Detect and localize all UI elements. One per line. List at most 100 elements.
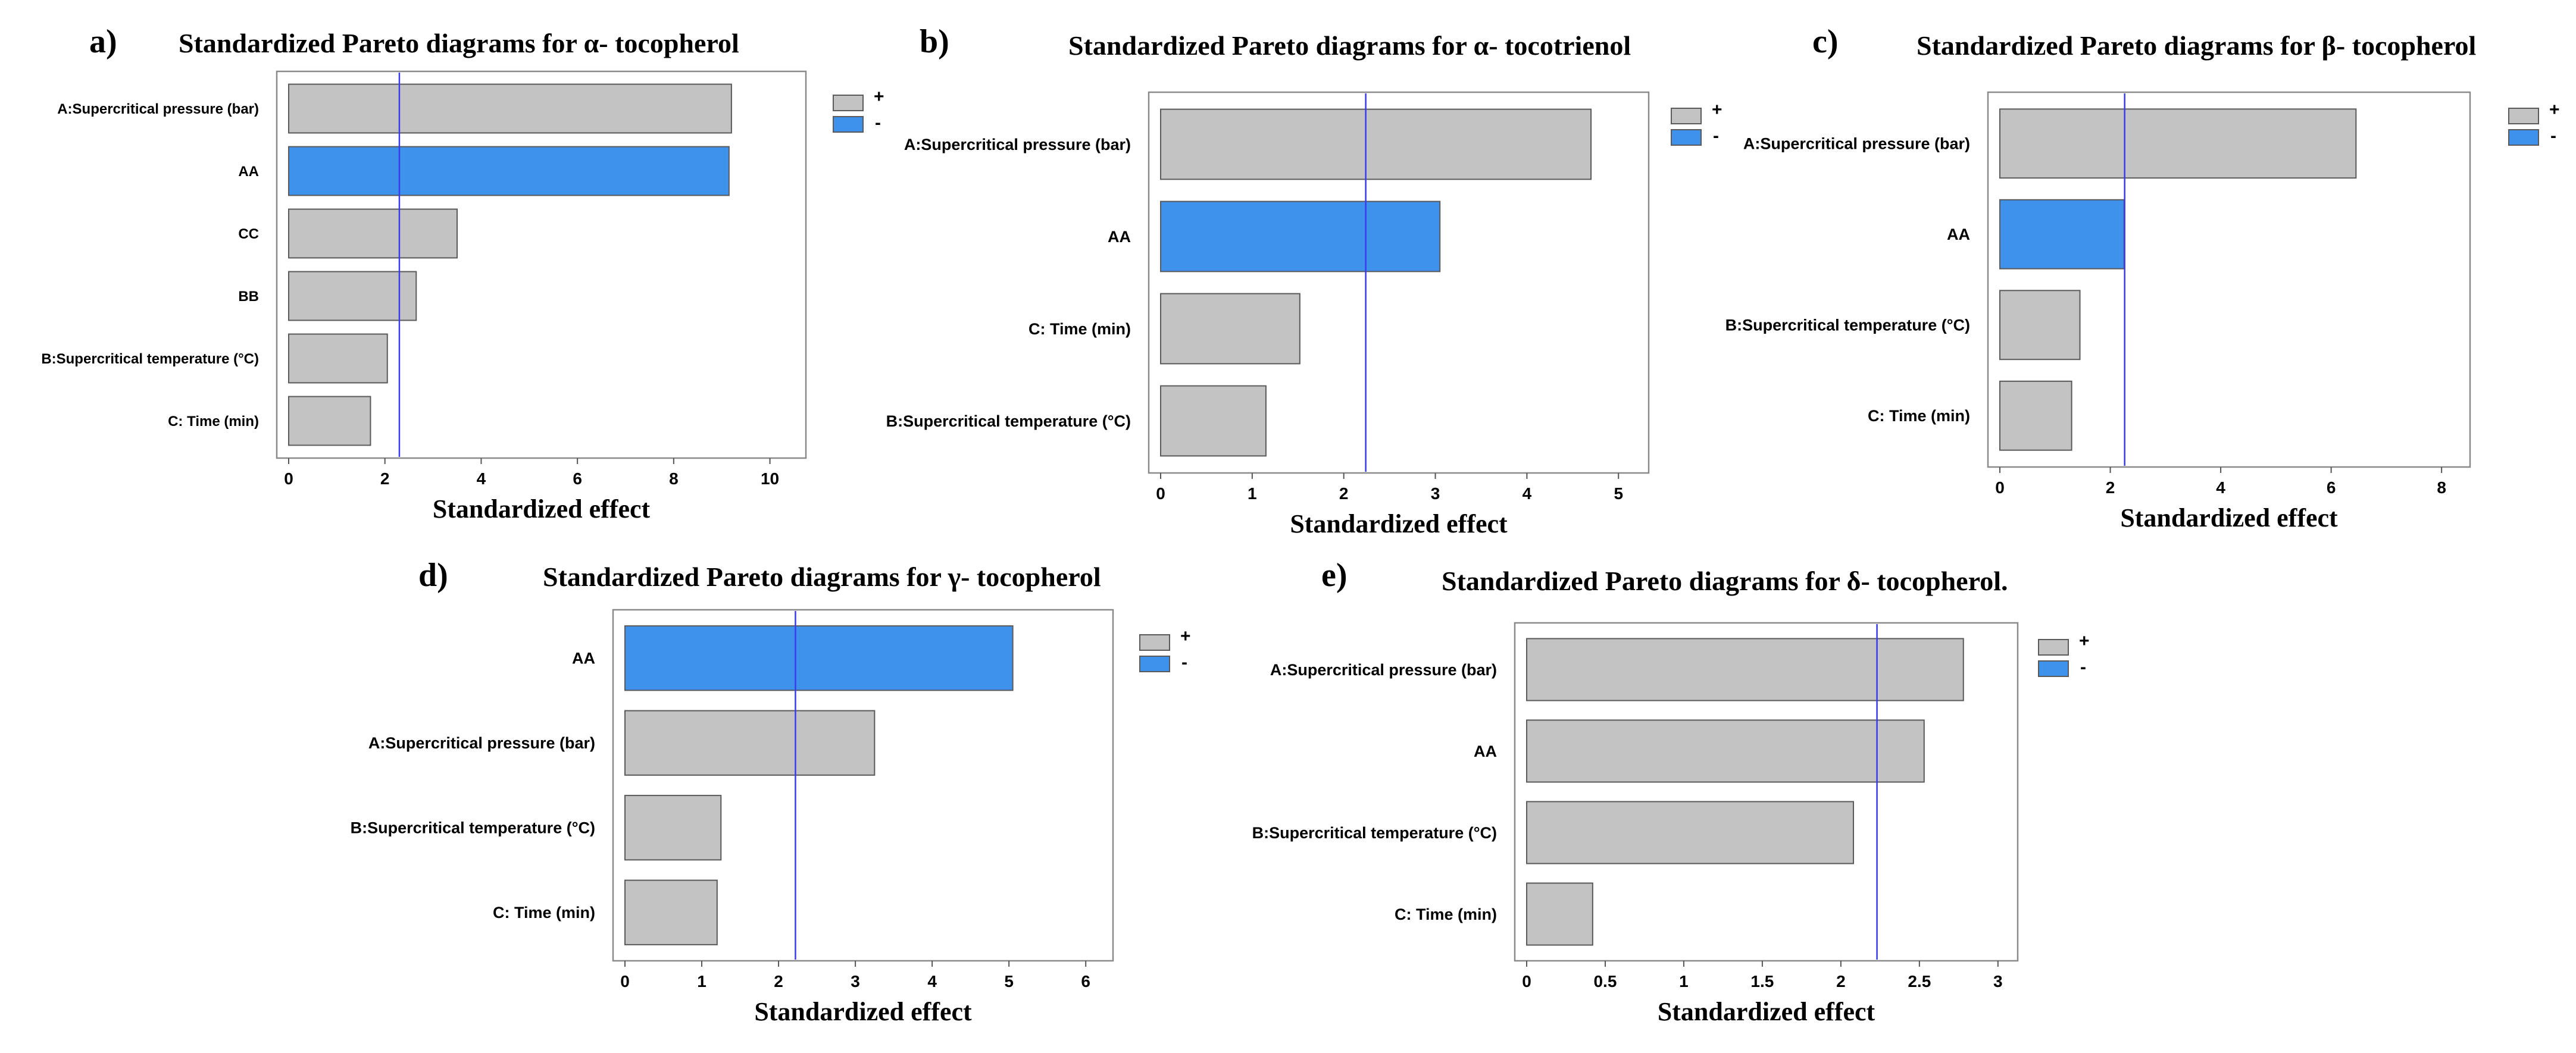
panel-c: c) Standardized Pareto diagrams for β- to… [1725, 23, 2560, 532]
panel-d-legend-swatch-negative [1139, 656, 1170, 672]
panel-c-bar [1999, 290, 2081, 361]
panel-d-bar [624, 879, 718, 945]
panel-e-legend-label-negative: - [2080, 657, 2086, 677]
panel-a-bar [288, 208, 458, 259]
panel-a-bar [288, 333, 388, 384]
panel-a-bar-label: AA [238, 164, 259, 180]
panel-b-legend-swatch-positive [1671, 108, 1702, 124]
panel-b-title: Standardized Pareto diagrams for α- toco… [1068, 30, 1631, 61]
panel-e-bar [1526, 719, 1925, 783]
panel-b-x-tick-label: 2 [1339, 484, 1349, 503]
panel-a-bar-label: B:Supercritical temperature (°C) [41, 351, 259, 367]
panel-c-title: Standardized Pareto diagrams for β- toco… [1917, 30, 2476, 61]
panel-b-x-tick-label: 4 [1523, 484, 1532, 503]
panel-c-bar-label: AA [1947, 225, 1970, 243]
panel-e-x-tick-label: 0.5 [1593, 972, 1617, 991]
panel-b-bar-label: C: Time (min) [1028, 320, 1131, 338]
panel-c-legend-swatch-positive [2508, 108, 2539, 124]
panel-b-x-tick-label: 0 [1156, 484, 1165, 503]
panel-e-x-tick-label: 3 [1993, 972, 2003, 991]
panel-b-legend-label-negative: - [1713, 126, 1719, 146]
panel-a-bar [288, 396, 371, 446]
panel-c-x-tick-label: 4 [2216, 478, 2225, 497]
panel-c-x-tick-label: 6 [2327, 478, 2336, 497]
panel-c-bar [1999, 199, 2125, 269]
panel-b-bar [1160, 293, 1300, 365]
panel-b: b) Standardized Pareto diagrams for α- to… [886, 23, 1722, 538]
panel-c-legend-swatch-negative [2508, 129, 2539, 146]
panel-d-bar [624, 625, 1014, 691]
panel-d-bar-label: AA [572, 650, 595, 667]
panel-a-x-tick-label: 0 [284, 469, 293, 488]
panel-b-x-tick-label: 1 [1248, 484, 1257, 503]
panel-d-legend-label-negative: - [1181, 653, 1187, 672]
panel-a-bar-label: A:Supercritical pressure (bar) [57, 101, 259, 117]
panel-a-x-tick-label: 8 [669, 469, 679, 488]
panel-e-x-axis-label: Standardized effect [1658, 997, 1875, 1026]
panel-b-bar-label: AA [1108, 228, 1131, 246]
panel-c-x-axis-label: Standardized effect [2120, 503, 2338, 532]
panel-e-title: Standardized Pareto diagrams for δ- toco… [1442, 566, 2008, 596]
panel-b-legend: +- [1671, 100, 1722, 146]
panel-e-bar-label: C: Time (min) [1395, 905, 1497, 923]
panel-b-legend-label-positive: + [1712, 100, 1722, 120]
panel-e-bar-label: A:Supercritical pressure (bar) [1270, 661, 1497, 679]
panel-a-bar [288, 83, 732, 134]
panel-d-bar-label: A:Supercritical pressure (bar) [368, 734, 595, 752]
panel-a-bar-label: BB [238, 289, 259, 305]
panel-e-bar-label: B:Supercritical temperature (°C) [1252, 824, 1497, 842]
panel-b-legend-swatch-negative [1671, 129, 1702, 146]
panel-c-x-tick-label: 2 [2106, 478, 2115, 497]
panel-e-legend: +- [2038, 631, 2090, 677]
panel-a-title: Standardized Pareto diagrams for α- toco… [179, 28, 739, 58]
panel-a: a) Standardized Pareto diagrams for α- to… [41, 23, 884, 524]
panel-a-x-tick-label: 6 [573, 469, 582, 488]
panel-d-x-tick-label: 0 [620, 972, 630, 991]
panel-a-letter: a) [89, 23, 117, 60]
panel-d-letter: d) [418, 557, 448, 594]
panel-e-legend-swatch-negative [2038, 660, 2069, 677]
panel-a-legend-swatch-positive [833, 95, 864, 111]
panel-e-x-tick-label: 2 [1836, 972, 1846, 991]
panel-e-letter: e) [1321, 557, 1348, 594]
panel-b-bar-label: A:Supercritical pressure (bar) [904, 136, 1131, 153]
panel-c-x-tick-label: 0 [1995, 478, 2005, 497]
panel-c-bar-label: C: Time (min) [1868, 407, 1970, 425]
panel-d-legend-swatch-positive [1139, 634, 1170, 651]
panel-c-letter: c) [1812, 23, 1839, 60]
panel-c-legend-label-negative: - [2550, 126, 2556, 146]
panel-a-x-tick-label: 2 [380, 469, 390, 488]
panel-e-x-tick-label: 1 [1679, 972, 1689, 991]
panel-d-bar-label: B:Supercritical temperature (°C) [351, 819, 595, 837]
panel-d-x-tick-label: 6 [1081, 972, 1090, 991]
panel-e-legend-swatch-positive [2038, 639, 2069, 656]
panel-d-legend-label-positive: + [1180, 626, 1191, 646]
panel-c-legend: +- [2508, 100, 2560, 146]
panel-e-legend-label-positive: + [2079, 631, 2090, 651]
panel-d-bar-label: C: Time (min) [493, 904, 595, 922]
panel-d-bar [624, 795, 722, 861]
panel-b-letter: b) [920, 23, 949, 60]
panel-a-legend-label-negative: - [875, 113, 881, 133]
panel-a-x-tick-label: 4 [477, 469, 486, 488]
panel-e-x-tick-label: 2.5 [1908, 972, 1931, 991]
panel-a-bar-label: C: Time (min) [168, 413, 259, 430]
panel-a-bar [288, 146, 730, 196]
panel-d-x-tick-label: 4 [927, 972, 937, 991]
panel-d-legend: +- [1139, 626, 1191, 672]
panel-b-x-tick-label: 3 [1431, 484, 1440, 503]
panel-b-bar-label: B:Supercritical temperature (°C) [886, 412, 1131, 430]
panel-e-bar [1526, 882, 1593, 946]
panel-a-legend-label-positive: + [874, 87, 884, 106]
panel-d-title: Standardized Pareto diagrams for γ- toco… [543, 562, 1101, 592]
panel-a-bar [288, 271, 417, 321]
panel-a-x-axis-label: Standardized effect [433, 494, 651, 524]
panel-e-bar-label: AA [1474, 742, 1497, 760]
panel-b-bar [1160, 200, 1441, 272]
panel-d-x-tick-label: 3 [851, 972, 860, 991]
panel-a-legend-swatch-negative [833, 116, 864, 133]
panel-a-plot-frame [276, 70, 807, 459]
panel-c-bar-label: B:Supercritical temperature (°C) [1725, 316, 1970, 334]
panel-b-x-tick-label: 5 [1614, 484, 1623, 503]
panel-d: d) Standardized Pareto diagrams for γ- to… [351, 557, 1191, 1026]
